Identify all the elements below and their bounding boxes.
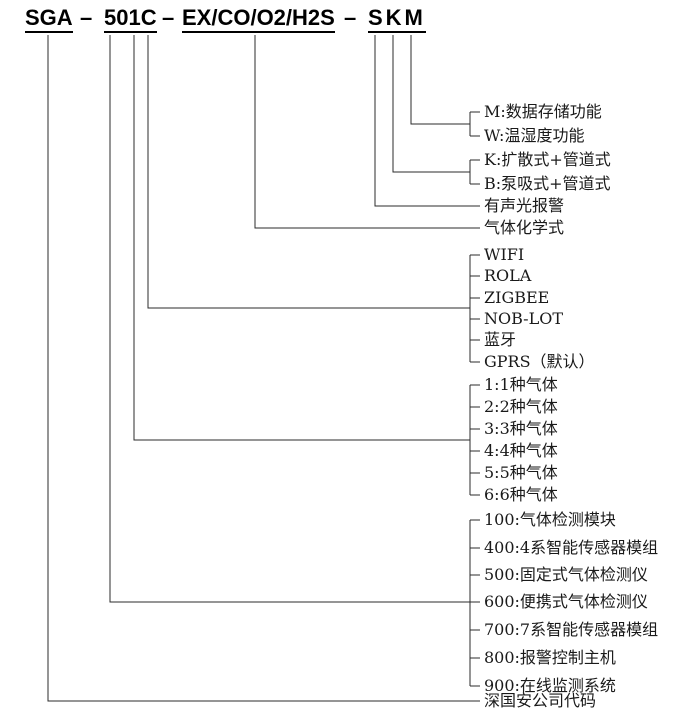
label-series-100: 100:气体检测模块 xyxy=(484,510,616,529)
connector-formula xyxy=(254,35,480,229)
label-gas-count-6: 6:6种气体 xyxy=(484,485,558,504)
connector-1-gas-count xyxy=(133,35,470,441)
model-segment-gas-formula: EX/CO/O2/H2S xyxy=(182,5,335,34)
label-feature-m: M:数据存储功能 xyxy=(484,102,602,121)
label-gas-chemical-formula: 气体化学式 xyxy=(484,218,565,237)
connector-m-feature xyxy=(410,35,470,125)
model-dash-2: – xyxy=(162,5,175,30)
connector-c-communication xyxy=(147,35,470,309)
model-segment-series-code: 501C xyxy=(104,5,157,34)
connector-s-alarm xyxy=(374,35,480,207)
label-series-900: 900:在线监测系统 xyxy=(484,676,616,695)
label-series-500: 500:固定式气体检测仪 xyxy=(484,565,648,584)
label-series-600: 600:便携式气体检测仪 xyxy=(484,592,648,611)
label-gas-count-4: 4:4种气体 xyxy=(484,441,558,460)
model-dash-1: – xyxy=(80,5,93,30)
label-comm-rola: ROLA xyxy=(484,266,532,285)
connector-5-series xyxy=(109,35,480,603)
label-gas-count-5: 5:5种气体 xyxy=(484,463,558,482)
label-alarm-sound-light: 有声光报警 xyxy=(484,196,565,215)
label-comm-wifi: WIFI xyxy=(484,245,525,264)
connector-sga-company xyxy=(47,35,480,702)
label-comm-gprs-default: GPRS（默认） xyxy=(484,352,595,371)
label-gas-count-2: 2:2种气体 xyxy=(484,397,558,416)
label-gas-count-3: 3:3种气体 xyxy=(484,419,558,438)
connector-k-sampling xyxy=(392,35,470,173)
label-comm-nob-lot: NOB-LOT xyxy=(484,309,563,328)
label-company-code: 深国安公司代码 xyxy=(484,691,597,710)
label-series-800: 800:报警控制主机 xyxy=(484,648,616,667)
label-comm-zigbee: ZIGBEE xyxy=(484,288,550,307)
model-dash-3: – xyxy=(344,5,357,30)
label-sampling-k: K:扩散式+管道式 xyxy=(484,150,611,169)
label-comm-bluetooth: 蓝牙 xyxy=(484,330,517,349)
label-gas-count-1: 1:1种气体 xyxy=(484,375,558,394)
label-series-400: 400:4系智能传感器模组 xyxy=(484,538,659,557)
model-segment-company-code: SGA xyxy=(25,5,73,34)
label-series-700: 700:7系智能传感器模组 xyxy=(484,620,659,639)
label-feature-w: W:温湿度功能 xyxy=(484,126,585,145)
label-sampling-b: B:泵吸式+管道式 xyxy=(484,174,611,193)
model-segment-feature-code: SKM xyxy=(368,5,426,34)
